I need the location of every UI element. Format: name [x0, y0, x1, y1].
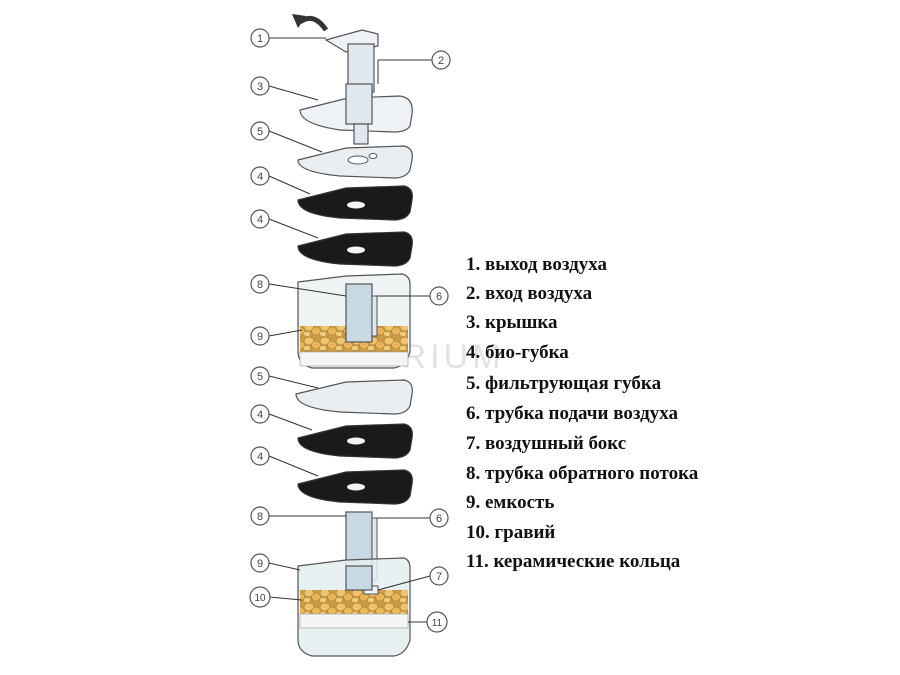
legend-item-1: 1. выход воздуха [466, 254, 607, 275]
callout-9b: 9 [250, 553, 270, 573]
filter-sponge-middle [295, 379, 413, 415]
legend-item-5: 5. фильтрующая губка [466, 373, 662, 394]
svg-text:9: 9 [257, 331, 263, 343]
legend-item-6: 6. трубка подачи воздуха [466, 403, 678, 424]
svg-text:7: 7 [436, 571, 442, 583]
legend-item-4: 4. био-губка [466, 342, 569, 363]
bio-sponge-4 [297, 469, 413, 505]
callout-8b: 8 [250, 506, 270, 526]
callout-4d: 4 [250, 446, 270, 466]
svg-text:8: 8 [257, 511, 263, 523]
callout-4b: 4 [250, 209, 270, 229]
svg-text:4: 4 [257, 171, 263, 183]
callout-9a: 9 [250, 326, 270, 346]
svg-text:4: 4 [257, 409, 263, 421]
legend-item-7: 7. воздушный бокс [466, 433, 627, 454]
legend-item-11: 11. керамические кольца [466, 551, 681, 572]
callout-3: 3 [250, 76, 270, 96]
svg-text:2: 2 [438, 55, 444, 67]
callout-6a: 6 [429, 286, 449, 306]
legend-item-3: 3. крышка [466, 312, 558, 333]
callout-8a: 8 [250, 274, 270, 294]
svg-text:1: 1 [257, 33, 263, 45]
callout-2: 2 [431, 50, 451, 70]
callout-6b: 6 [429, 508, 449, 528]
air-outlet-part [292, 14, 379, 93]
legend-item-2: 2. вход воздуха [466, 283, 593, 304]
svg-text:4: 4 [257, 214, 263, 226]
callout-7: 7 [429, 566, 449, 586]
legend-item-10: 10. гравий [466, 522, 556, 543]
svg-text:11: 11 [432, 618, 443, 629]
arrow-icon [292, 14, 306, 28]
svg-text:5: 5 [257, 126, 263, 138]
svg-text:6: 6 [436, 291, 442, 303]
svg-text:8: 8 [257, 279, 263, 291]
callout-4c: 4 [250, 404, 270, 424]
svg-text:4: 4 [257, 451, 263, 463]
callout-5b: 5 [250, 366, 270, 386]
svg-text:9: 9 [257, 558, 263, 570]
bio-sponge-3 [297, 423, 413, 459]
legend-item-8: 8. трубка обратного потока [466, 463, 699, 484]
svg-text:6: 6 [436, 513, 442, 525]
bio-sponge-1 [297, 185, 413, 221]
filter-sponge-top [297, 145, 413, 179]
container-lower [297, 557, 411, 657]
callout-11: 11 [426, 611, 448, 633]
leader-lines [268, 37, 432, 623]
legend-item-9: 9. емкость [466, 492, 555, 513]
svg-text:10: 10 [254, 593, 266, 604]
callout-1: 1 [250, 28, 270, 48]
svg-text:3: 3 [257, 81, 263, 93]
callout-4a: 4 [250, 166, 270, 186]
svg-text:5: 5 [257, 371, 263, 383]
bio-sponge-2 [297, 231, 413, 267]
callout-5a: 5 [250, 121, 270, 141]
lid-part [299, 83, 413, 145]
container-upper [297, 273, 411, 369]
callout-10: 10 [249, 586, 271, 608]
